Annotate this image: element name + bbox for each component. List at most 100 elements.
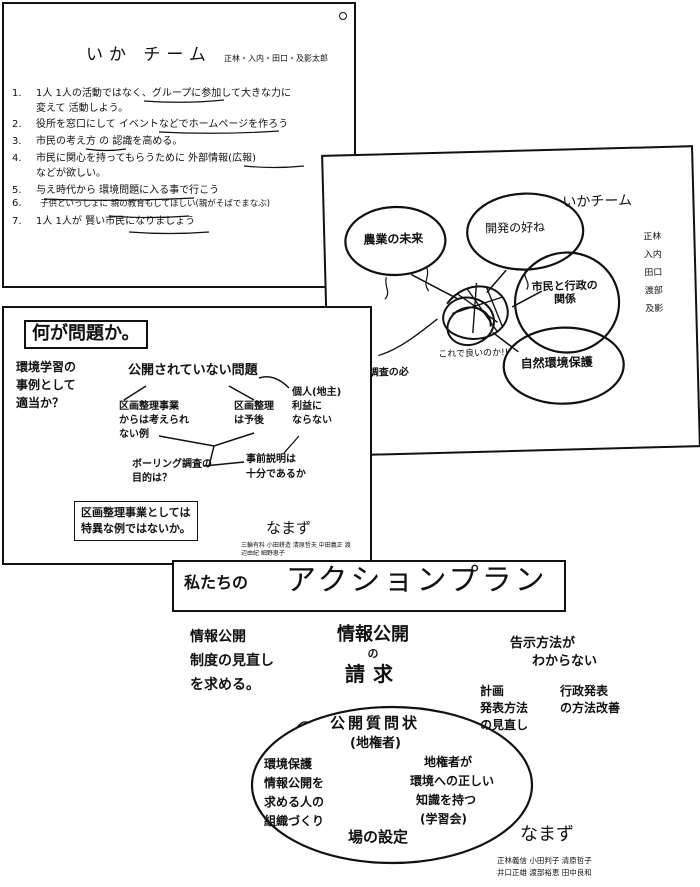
center-title-line: の — [367, 647, 379, 660]
sheet1-members: 正林・入内・田口・及影太郎 — [224, 54, 328, 63]
note-line: わからない — [532, 654, 598, 669]
list-item: 5. 与え時代から 環境問題に入る事で行こう — [12, 181, 219, 196]
member-line: 井口正雄 渡部裕恵 田中良和 — [497, 868, 592, 877]
sheet-what-is-problem: 何が問題か。 環境学習の 事例として 適当か？ 公開されていない問題 区画整理事… — [2, 306, 372, 565]
left-block-line: 制度の見直し — [190, 653, 274, 669]
item-text: 子供といっしょに 親の教育もしてほしい(親がそばでまなぶ) — [40, 199, 271, 209]
boring-question: ボーリング調査の 目的は？ — [132, 458, 212, 486]
col2: 区画整理 は予後 — [234, 400, 274, 428]
plan-b-line: 行政発表 — [560, 684, 609, 698]
center-title: 情報公開 の 請求 — [318, 623, 428, 687]
note-line: 告示方法が — [510, 636, 576, 651]
list-item: 6. 子供といっしょに 親の教育もしてほしい(親がそばでまなぶ) — [12, 197, 270, 209]
name-item: 田口 — [644, 268, 663, 279]
name-item: 正林 — [643, 232, 662, 243]
item-text: 与え時代から 環境問題に入る事で行こう — [36, 185, 220, 196]
col-line: 個人(地主) — [292, 387, 342, 398]
center-title-line: 請求 — [345, 662, 401, 686]
item-text: 1人 1人の活動ではなく、グループに参加して大きな力に — [36, 88, 292, 99]
item-number: 1. — [12, 88, 22, 99]
ellipse-title: 公開質問状 — [330, 714, 421, 732]
right-names: 正林 入内 田口 渡部 及影 — [643, 228, 663, 318]
col-line: 区画整理 — [234, 401, 274, 412]
plan-a-line: 計画 — [480, 684, 505, 698]
team-name: なまず — [266, 519, 312, 537]
action-plan-ellipse — [250, 705, 534, 865]
bubble-label-agriculture: 農業の未来 — [363, 231, 424, 247]
ellipse-right-line: (学習会) — [420, 812, 467, 826]
name-item: 入内 — [643, 250, 662, 261]
ellipse-subtitle: (地権者) — [350, 736, 401, 751]
boxed-line: 特異な例ではないか。 — [81, 522, 191, 535]
name-item: 渡部 — [644, 286, 663, 297]
item-number: 3. — [12, 136, 22, 147]
ellipse-right-line: 環境への正しい — [410, 774, 495, 788]
item-number: 7. — [12, 216, 22, 227]
list-item: などが欲しい。 — [12, 164, 106, 179]
item-text: などが欲しい。 — [36, 168, 106, 179]
explain-line: 十分であるか — [246, 469, 306, 480]
item-number: 5. — [12, 185, 22, 196]
center-title-line: 情報公開 — [337, 624, 409, 645]
action-plan-banner: 私たちの アクションプラン — [172, 560, 566, 612]
ellipse-left-block: 環境保護 情報公開を 求める人の 組織づくり — [264, 755, 324, 831]
name-item: 及影 — [645, 304, 664, 315]
item-text: 1人 1人が 賢い市民になりましょう — [36, 216, 196, 227]
plan-b: 行政発表 の方法改善 — [560, 683, 620, 717]
member-line: 正林義信 小田判子 清原哲子 — [497, 856, 592, 865]
question-line: 事例として — [16, 378, 76, 392]
question-line: 適当か？ — [16, 396, 65, 410]
ellipse-right-line: 地権者が — [424, 755, 473, 769]
ellipse-left-line: 求める人の — [264, 795, 325, 809]
bubble-label-nature: 自然環境保護 — [520, 354, 593, 371]
col3: 個人(地主) 利益に ならない — [292, 386, 341, 428]
pin-icon — [339, 12, 347, 20]
banner-big: アクションプラン — [286, 563, 548, 598]
ellipse-right-block: 地権者が 環境への正しい 知識を持つ (学習会) — [410, 753, 494, 829]
col-line: ない例 — [119, 429, 149, 440]
plan-b-line: の方法改善 — [560, 701, 621, 715]
left-block-line: 情報公開 — [190, 629, 246, 645]
left-block-line: を求める。 — [190, 677, 260, 693]
boxed-note: 区画整理事業としては 特異な例ではないか。 — [74, 501, 198, 541]
sheet-team-ika-list: いか チーム 正林・入内・田口・及影太郎 1. 1人 1人の活動ではなく、グループ… — [2, 2, 356, 288]
col-line: からは考えられ — [119, 415, 189, 426]
ellipse-right-line: 知識を持つ — [416, 793, 477, 807]
list-item: 変えて 活動しよう。 — [12, 99, 128, 114]
top-right-note: 告示方法が わからない — [510, 635, 597, 671]
ellipse-bottom: 場の設定 — [348, 828, 409, 846]
plan-a-line: の見直し — [480, 718, 529, 732]
problem-connectors — [123, 376, 300, 467]
list-item: 7. 1人 1人が 賢い市民になりましょう — [12, 212, 195, 227]
sheet1-title: いか チーム — [86, 45, 212, 65]
list-item: 1. 1人 1人の活動ではなく、グループに参加して大きな力に — [12, 84, 291, 99]
ellipse-left-line: 情報公開を — [264, 776, 325, 790]
action-team-name: なまず — [520, 824, 574, 845]
plan-a: 計画 発表方法 の見直し — [480, 683, 528, 734]
team-members: 三輪有料 小田耕造 清原哲夫 中田義正 渡辺由紀 細野恵子 — [241, 542, 351, 557]
problem-title: 何が問題か。 — [24, 320, 148, 349]
col-line: 利益に — [292, 401, 322, 412]
unpublished-heading: 公開されていない問題 — [128, 363, 258, 378]
explain-question: 事前説明は 十分であるか — [246, 452, 306, 482]
item-number: 6. — [12, 198, 22, 209]
action-team-members: 正林義信 小田判子 清原哲子 井口正雄 渡部裕恵 田中良和 — [497, 855, 592, 879]
list-item: 2.役所を窓口にして イベントなどでホームページを作ろう — [12, 115, 288, 130]
boring-line: ボーリング調査の — [132, 459, 212, 470]
item-text: 市民に関心を持ってもらうために 外部情報(広報) — [36, 153, 256, 164]
sheet1-underlines — [43, 99, 305, 235]
banner-small: 私たちの — [184, 573, 249, 592]
list-item: 3.市民の考え方 の 認識を高める。 — [12, 132, 182, 147]
list-item: 4.市民に関心を持ってもらうために 外部情報(広報) — [12, 149, 256, 164]
col-line: ならない — [292, 415, 332, 426]
bubble-label-development: 開発の好ね — [484, 220, 546, 236]
plan-a-line: 発表方法 — [480, 701, 529, 715]
sheet-team-ika-mindmap: いかチーム 農業の未来 開発の好ね 市民と行政の関係 自然環境保護 これで良いの… — [321, 145, 700, 457]
bubble-label-citizen-admin: 市民と行政の関係 — [531, 278, 598, 306]
col-line: 区画整理事業 — [119, 401, 179, 412]
item-text: 役所を窓口にして イベントなどでホームページを作ろう — [36, 119, 289, 130]
boring-line: 目的は？ — [132, 473, 172, 484]
mindmap-bubbles — [344, 192, 625, 405]
ellipse-left-line: 環境保護 — [264, 757, 313, 771]
item-text: 変えて 活動しよう。 — [36, 103, 129, 114]
